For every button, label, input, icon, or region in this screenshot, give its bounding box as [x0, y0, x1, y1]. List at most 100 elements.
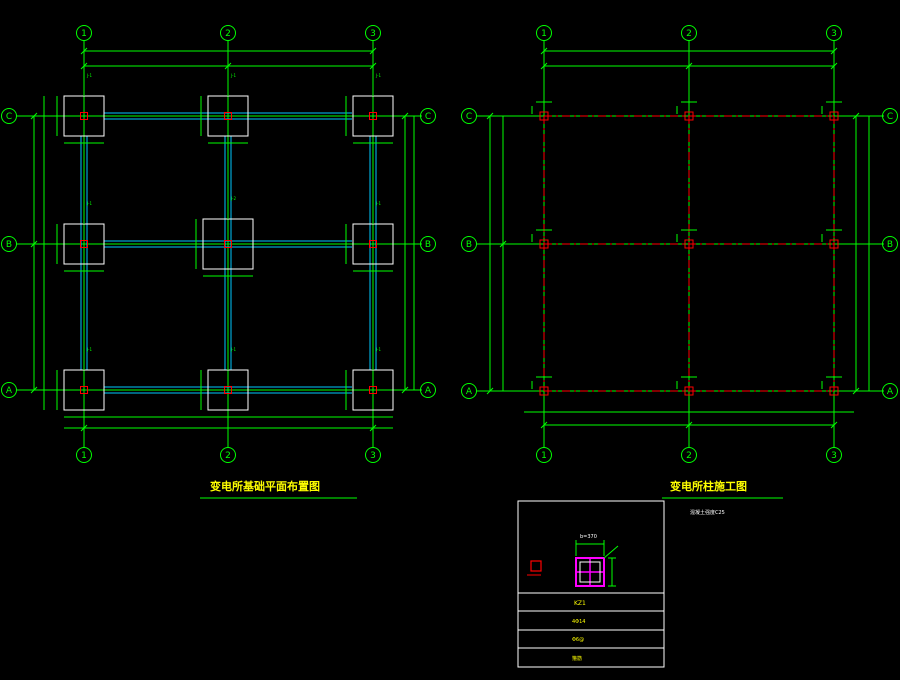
column-section-table: b=370 KZ1 4Φ14 Φ6@ 箍筋 — [517, 500, 665, 668]
axis-bubble — [76, 447, 92, 463]
dim-tick — [30, 112, 38, 120]
dim-tick — [540, 47, 548, 55]
axis-letter-left: A — [466, 387, 473, 397]
axis-bubble — [220, 447, 236, 463]
foundation-tag: J-1 — [86, 73, 92, 78]
dim-tick — [852, 112, 860, 120]
axis-bubble — [461, 108, 477, 124]
axis-number-bottom: 2 — [686, 451, 692, 461]
axis-letter-right: B — [425, 240, 431, 250]
column — [224, 240, 232, 248]
axis-bubble — [420, 382, 436, 398]
dim-tick — [401, 386, 409, 394]
dim-tick — [369, 47, 377, 55]
dim-tick — [486, 387, 494, 395]
column — [539, 111, 549, 121]
column — [369, 240, 377, 248]
foundation-tag: J-1 — [86, 347, 92, 352]
axis-letter-right: A — [425, 386, 432, 396]
dim-tick — [80, 47, 88, 55]
dim-tick — [685, 62, 693, 70]
axis-letter-right: B — [887, 240, 893, 250]
column — [224, 112, 232, 120]
axis-number-top: 3 — [370, 29, 376, 39]
axis-bubble — [365, 447, 381, 463]
column-table-row-3: 箍筋 — [572, 655, 582, 662]
axis-letter-right: A — [887, 387, 894, 397]
column — [369, 112, 377, 120]
axis-bubble — [420, 108, 436, 124]
axis-letter-left: A — [6, 386, 13, 396]
column — [829, 111, 839, 121]
foundation-tag: J-1 — [230, 73, 236, 78]
axis-number-top: 2 — [225, 29, 231, 39]
column — [539, 239, 549, 249]
dim-tick — [540, 421, 548, 429]
axis-bubble — [882, 108, 898, 124]
axis-bubble — [220, 25, 236, 41]
axis-letter-left: B — [6, 240, 12, 250]
dim-tick — [486, 112, 494, 120]
dim-tick — [685, 421, 693, 429]
column — [829, 239, 839, 249]
axis-letter-left: B — [466, 240, 472, 250]
column-table-row-1: 4Φ14 — [572, 619, 585, 625]
foundation-tag: J-1 — [230, 347, 236, 352]
foundation-plan-title: 变电所基础平面布置图 — [210, 479, 320, 493]
dim-tick — [830, 62, 838, 70]
column — [539, 386, 549, 396]
section-marker-icon — [530, 560, 542, 572]
dim-tick — [540, 62, 548, 70]
axis-number-bottom: 1 — [541, 451, 547, 461]
axis-bubble — [681, 447, 697, 463]
column — [80, 386, 88, 394]
axis-letter-left: C — [466, 112, 472, 122]
foundation-tag: J-1 — [86, 201, 92, 206]
axis-bubble — [536, 447, 552, 463]
dim-tick — [80, 424, 88, 432]
axis-bubble — [76, 25, 92, 41]
foundation-tag: J-1 — [375, 347, 381, 352]
column — [684, 111, 694, 121]
axis-bubble — [365, 25, 381, 41]
axis-bubble — [882, 383, 898, 399]
axis-number-top: 1 — [541, 29, 547, 39]
axis-letter-left: C — [6, 112, 12, 122]
foundation-tag: J-1 — [375, 201, 381, 206]
column — [80, 112, 88, 120]
axis-bubble — [681, 25, 697, 41]
column — [80, 240, 88, 248]
column-table-title: KZ1 — [574, 600, 586, 607]
axis-number-bottom: 3 — [370, 451, 376, 461]
side-note: 混凝土强度C25 — [690, 509, 725, 516]
dim-tick — [369, 424, 377, 432]
axis-bubble — [420, 236, 436, 252]
column — [224, 386, 232, 394]
axis-bubble — [882, 236, 898, 252]
dim-tick — [30, 240, 38, 248]
axis-bubble — [461, 383, 477, 399]
column-dim-b: b=370 — [580, 534, 597, 540]
axis-letter-right: C — [887, 112, 893, 122]
axis-bubble — [1, 108, 17, 124]
dim-tick — [30, 386, 38, 394]
axis-number-top: 2 — [686, 29, 692, 39]
axis-number-bottom: 1 — [81, 451, 87, 461]
dim-tick — [224, 62, 232, 70]
column-plan-title: 变电所柱施工图 — [670, 479, 747, 493]
column-table-row-2: Φ6@ — [572, 637, 584, 643]
dim-tick — [852, 387, 860, 395]
dim-tick — [401, 112, 409, 120]
axis-bubble — [1, 382, 17, 398]
foundation-tag: J-2 — [230, 196, 236, 201]
dim-tick — [369, 62, 377, 70]
dim-tick — [830, 47, 838, 55]
axis-bubble — [826, 25, 842, 41]
axis-bubble — [826, 447, 842, 463]
dim-tick — [499, 240, 507, 248]
column — [684, 239, 694, 249]
axis-number-top: 3 — [831, 29, 837, 39]
